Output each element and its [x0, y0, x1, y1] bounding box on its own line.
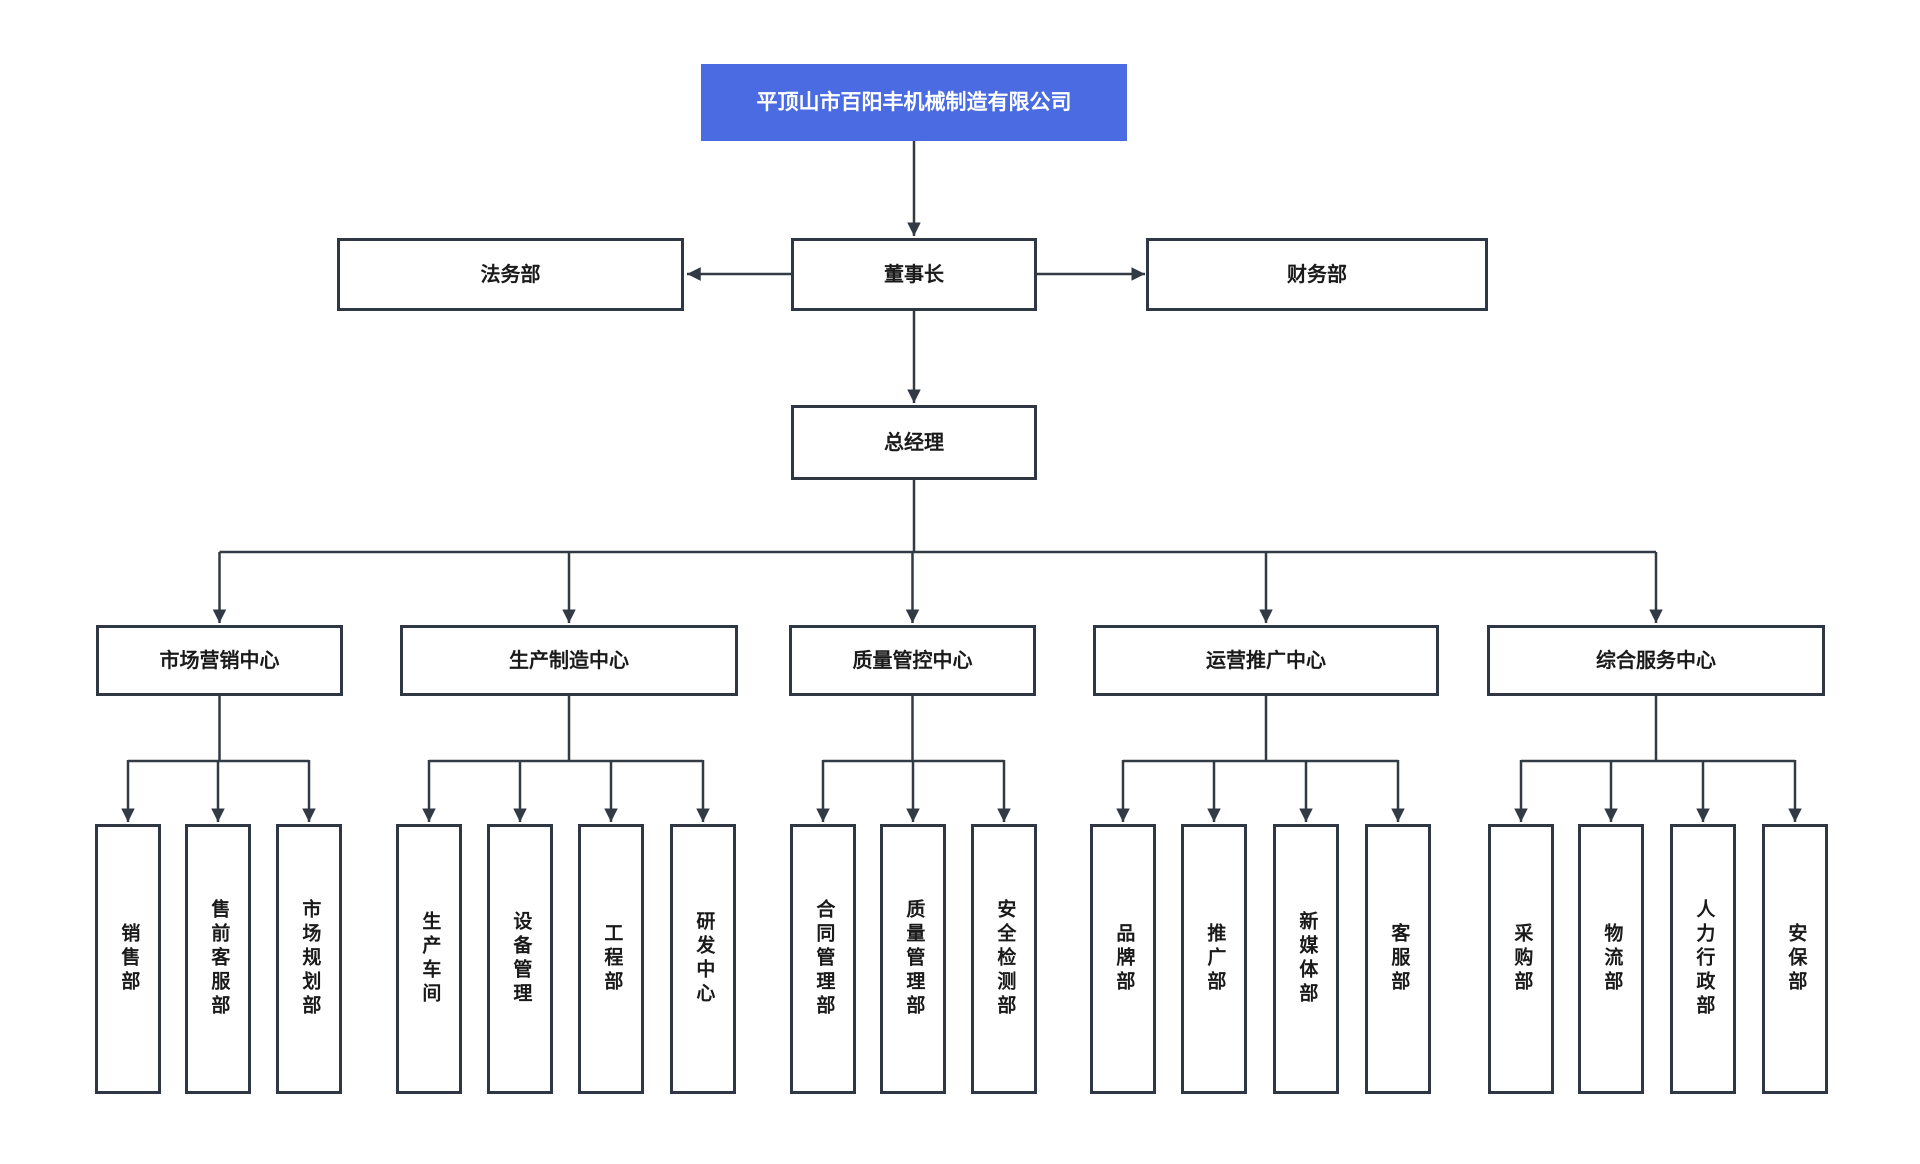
node-center-operations[interactable]: 运营推广中心	[1093, 625, 1439, 696]
node-dept-equipment[interactable]: 设备管理	[487, 824, 553, 1094]
node-dept-rnd[interactable]: 研发中心	[670, 824, 736, 1094]
node-dept-engineering[interactable]: 工程部	[578, 824, 644, 1094]
node-dept-new-media[interactable]: 新媒体部	[1273, 824, 1339, 1094]
node-general-manager[interactable]: 总经理	[791, 405, 1037, 480]
node-dept-procurement[interactable]: 采购部	[1488, 824, 1554, 1094]
node-company[interactable]: 平顶山市百阳丰机械制造有限公司	[701, 64, 1127, 141]
node-center-quality[interactable]: 质量管控中心	[789, 625, 1036, 696]
node-dept-contract[interactable]: 合同管理部	[790, 824, 856, 1094]
node-dept-quality-mgmt[interactable]: 质量管理部	[880, 824, 946, 1094]
node-center-marketing[interactable]: 市场营销中心	[96, 625, 343, 696]
node-dept-customer-service[interactable]: 客服部	[1365, 824, 1431, 1094]
node-dept-logistics[interactable]: 物流部	[1578, 824, 1644, 1094]
node-dept-brand[interactable]: 品牌部	[1090, 824, 1156, 1094]
node-dept-promotion[interactable]: 推广部	[1181, 824, 1247, 1094]
node-dept-hr-admin[interactable]: 人力行政部	[1670, 824, 1736, 1094]
node-chairman[interactable]: 董事长	[791, 238, 1037, 311]
node-center-services[interactable]: 综合服务中心	[1487, 625, 1825, 696]
node-finance-dept[interactable]: 财务部	[1146, 238, 1488, 311]
node-dept-market-planning[interactable]: 市场规划部	[276, 824, 342, 1094]
node-dept-sales[interactable]: 销售部	[95, 824, 161, 1094]
node-dept-workshop[interactable]: 生产车间	[396, 824, 462, 1094]
node-legal-dept[interactable]: 法务部	[337, 238, 684, 311]
node-dept-safety-testing[interactable]: 安全检测部	[971, 824, 1037, 1094]
node-dept-presales-service[interactable]: 售前客服部	[185, 824, 251, 1094]
node-dept-security[interactable]: 安保部	[1762, 824, 1828, 1094]
node-center-production[interactable]: 生产制造中心	[400, 625, 738, 696]
